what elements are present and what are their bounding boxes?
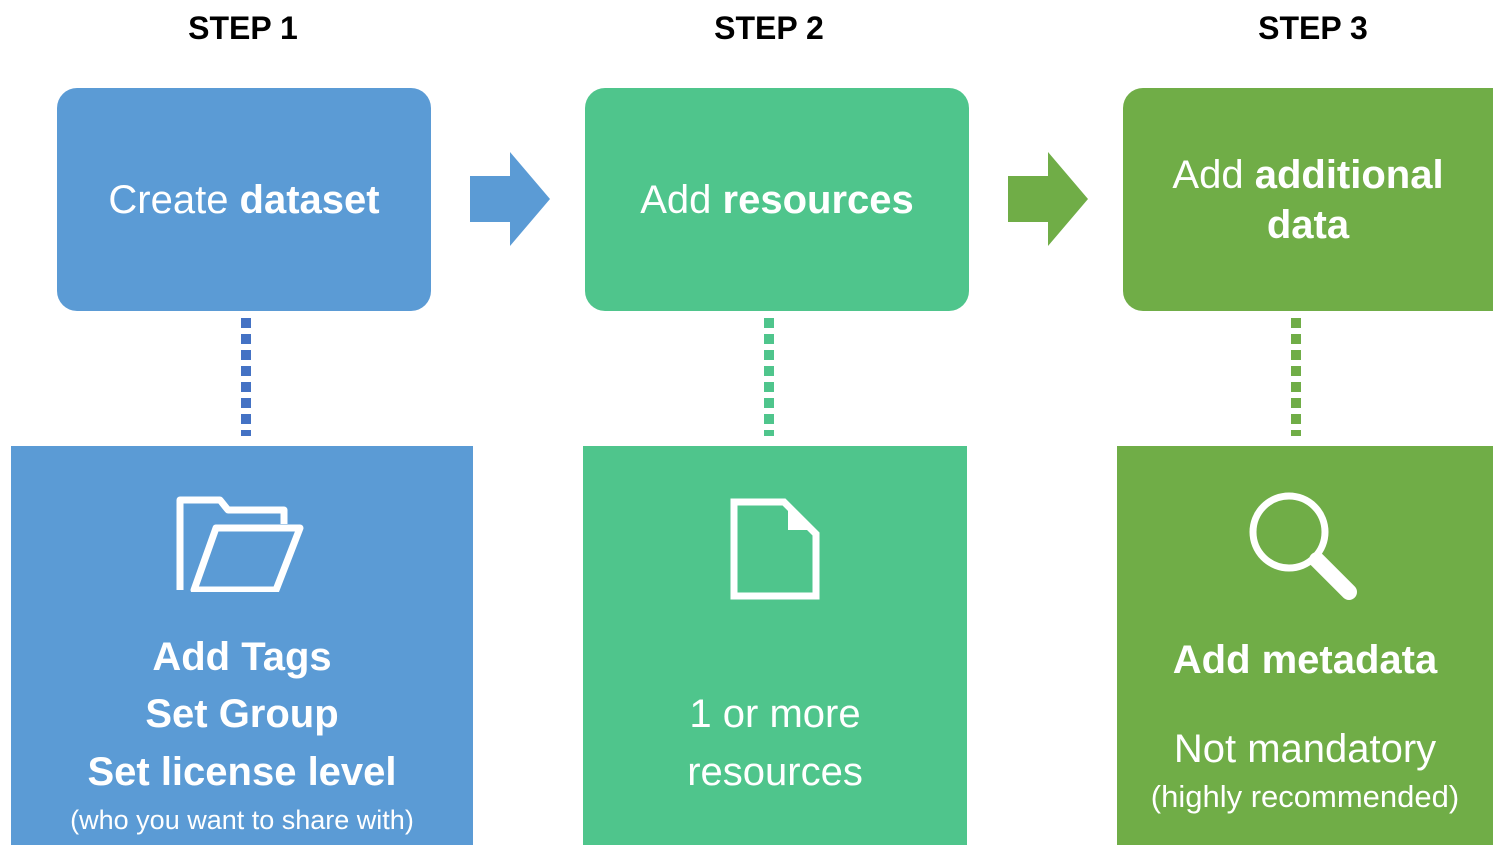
step-1-detail-group: Set Group [145, 692, 339, 736]
folder-icon [176, 496, 304, 592]
step-2-details-box: 1 or more resources [583, 446, 967, 845]
step-3-detail-metadata: Add metadata [1172, 638, 1438, 682]
step-3-title-bold-2: data [1266, 202, 1350, 247]
step-2-box: Add resources [585, 88, 969, 311]
document-icon [730, 498, 820, 600]
step-3-box: Add additional data [1123, 88, 1493, 311]
step-1-detail-tags: Add Tags [152, 635, 332, 679]
step-2-connector [764, 318, 774, 436]
step-3-label: STEP 3 [1258, 10, 1368, 46]
step-1-details-box: Add Tags Set Group Set license level (wh… [11, 446, 473, 845]
step-3-details-box: Add metadata Not mandatory (highly recom… [1117, 446, 1493, 845]
step-1-title: Create dataset [108, 175, 379, 225]
step-2-title-prefix: Add [640, 177, 723, 222]
step-3-title: Add additional data [1172, 150, 1443, 250]
step-2-label: STEP 2 [714, 10, 824, 46]
step-1-title-bold: dataset [239, 177, 380, 222]
step-3-connector [1291, 318, 1301, 436]
step-1-label: STEP 1 [188, 10, 298, 46]
step-2-detail-line-1: 1 or more [689, 692, 861, 736]
step-3-detail-note: (highly recommended) [1150, 779, 1460, 814]
step-1-connector [241, 318, 251, 436]
step-3-title-prefix: Add [1172, 152, 1255, 197]
arrow-right-icon [1008, 152, 1088, 246]
step-1-detail-license: Set license level [87, 750, 397, 794]
step-2-title-bold: resources [722, 177, 914, 222]
arrow-right-icon [470, 152, 550, 246]
step-1-detail-note: (who you want to share with) [70, 805, 414, 835]
step-1-title-prefix: Create [108, 177, 240, 222]
step-1-box: Create dataset [57, 88, 431, 311]
step-2-title: Add resources [640, 175, 914, 225]
magnifier-icon [1249, 492, 1357, 600]
step-2-detail-line-2: resources [687, 750, 863, 794]
step-3-title-bold-1: additional [1254, 152, 1444, 197]
step-3-detail-mandatory: Not mandatory [1173, 727, 1437, 771]
